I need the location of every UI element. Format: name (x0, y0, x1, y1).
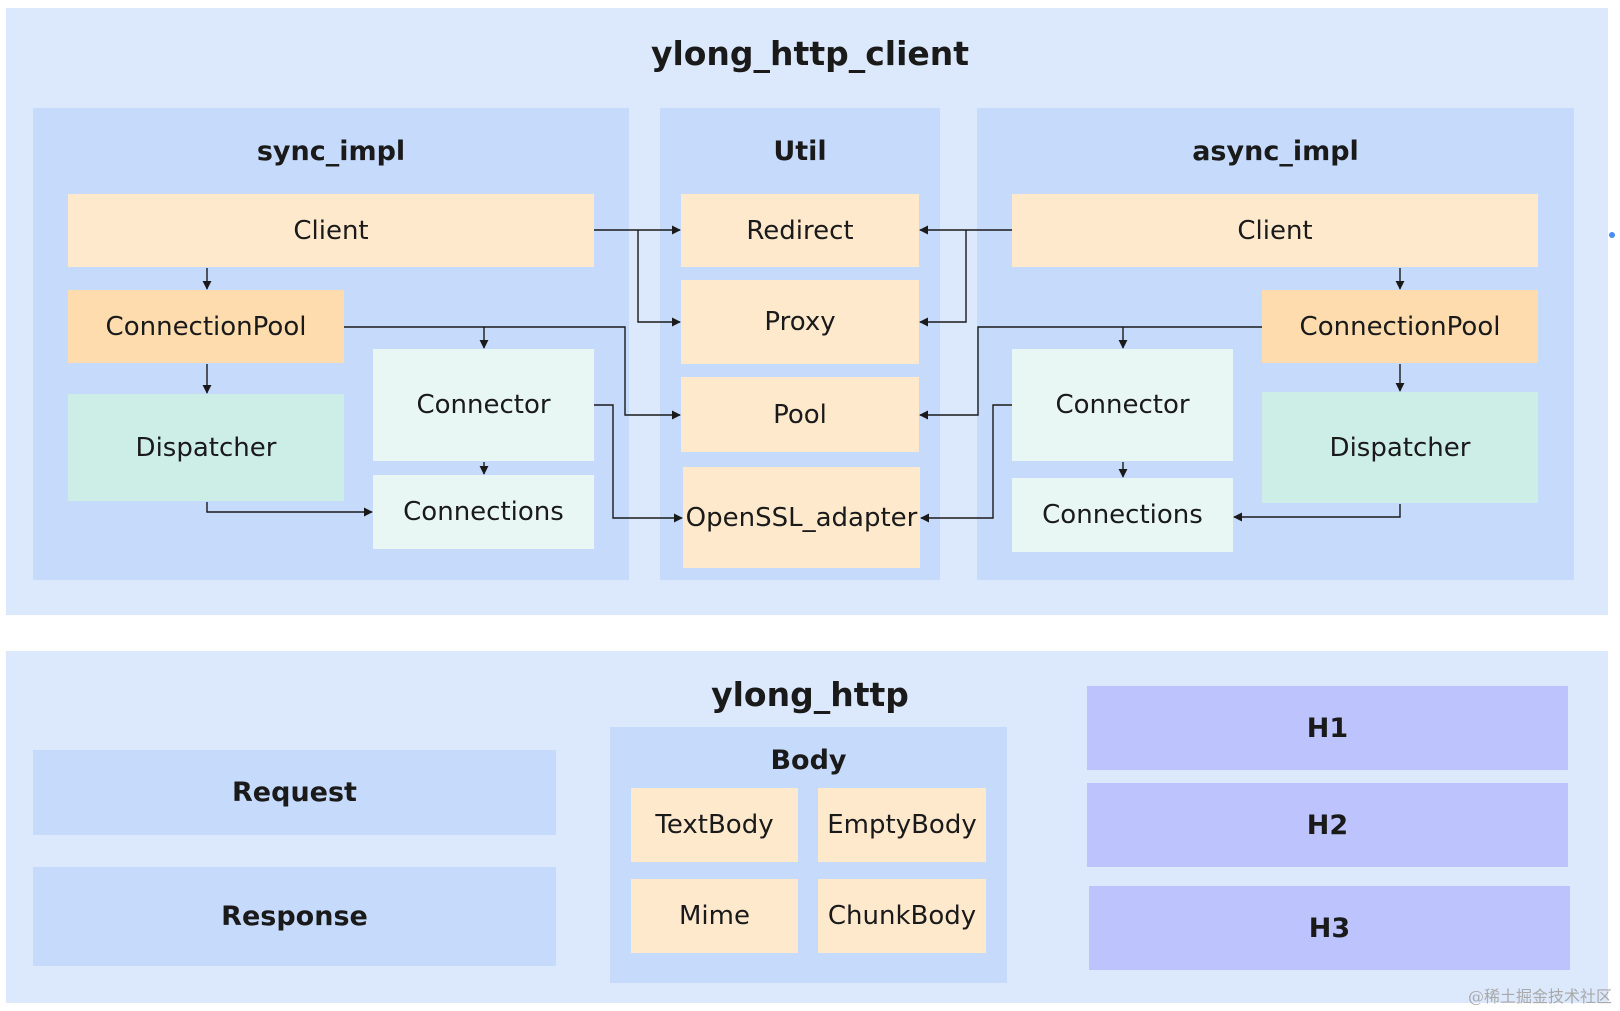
h2-box: H2 (1087, 783, 1568, 867)
body-title: Body (770, 745, 847, 776)
arrow-sync-dispatcher-to-connections (206, 502, 373, 517)
client-section-title: ylong_http_client (650, 34, 970, 73)
async-impl-title: async_impl (1192, 136, 1359, 167)
request-box: Request (33, 750, 556, 835)
sync-connection-pool-box: ConnectionPool (68, 290, 344, 363)
empty-body-box: EmptyBody (818, 788, 986, 862)
sync-connections-box: Connections (373, 475, 594, 549)
watermark: @稀土掘金技术社区 (1467, 987, 1612, 1006)
chunk-body-box: ChunkBody (818, 879, 986, 953)
response-box: Response (33, 867, 556, 966)
arrow-async-pool-to-util-pool (919, 326, 1262, 420)
async-connections-box: Connections (1012, 478, 1233, 552)
sync-dispatcher-box: Dispatcher (68, 394, 344, 501)
util-title: Util (773, 136, 827, 167)
arrow-sync-client-to-proxy (637, 230, 681, 327)
arrow-async-client-to-proxy (919, 230, 967, 327)
async-dispatcher-box: Dispatcher (1262, 392, 1538, 503)
h1-box: H1 (1087, 686, 1568, 770)
async-connection-pool-box: ConnectionPool (1262, 290, 1538, 363)
http-section-title: ylong_http (711, 675, 909, 714)
edge-dot (1609, 232, 1615, 238)
arrow-async-dispatcher-to-connections (1233, 504, 1401, 522)
h3-box: H3 (1089, 886, 1570, 970)
sync-client-box: Client (68, 194, 594, 267)
mime-box: Mime (631, 879, 798, 953)
arrow-sync-pool-to-connector (344, 326, 489, 349)
util-redirect-box: Redirect (681, 194, 919, 267)
util-proxy-box: Proxy (681, 280, 919, 364)
arrow-sync-connector-to-openssl (594, 404, 683, 523)
async-client-box: Client (1012, 194, 1538, 267)
sync-impl-title: sync_impl (256, 136, 406, 167)
util-pool-box: Pool (681, 377, 919, 452)
arrow-sync-pool-to-util-pool (484, 326, 681, 420)
util-openssl-adapter-box: OpenSSL_adapter (683, 467, 920, 568)
text-body-box: TextBody (631, 788, 798, 862)
arrow-async-connector-to-openssl (920, 404, 1012, 523)
sync-connector-box: Connector (373, 349, 594, 461)
async-connector-box: Connector (1012, 349, 1233, 461)
